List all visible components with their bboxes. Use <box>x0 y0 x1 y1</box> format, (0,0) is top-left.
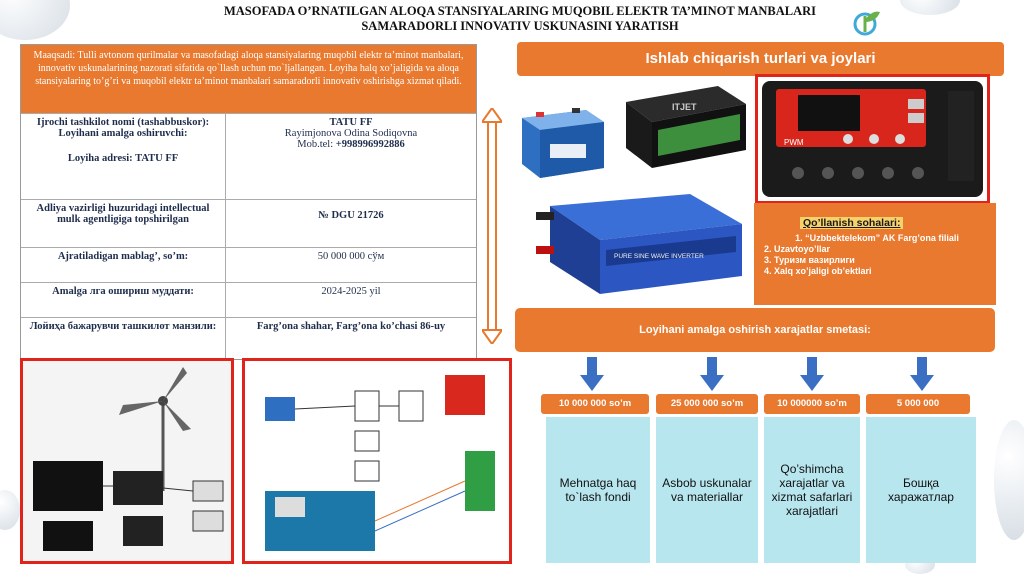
arduino-circuit-image <box>245 361 509 561</box>
water-drop-decoration <box>0 490 20 530</box>
table-row: Ijrochi tashkilot nomi (tashabbuskor): L… <box>21 113 476 199</box>
cost-amount: 10 000 000 so’m <box>541 394 649 414</box>
battery-brand-label: ITJET <box>672 102 697 112</box>
usage-areas-box: Qo’llanish sohalari: 1. “Uzbbektelekom” … <box>754 203 996 305</box>
list-item: 1. “Uzbbektelekom” AK Farg’ona filiali <box>795 233 959 243</box>
usage-heading: Qo’llanish sohalari: <box>800 217 904 229</box>
table-row: Amalga лга ошириш муддати: 2024-2025 yil <box>21 282 476 317</box>
water-drop-decoration <box>0 0 70 40</box>
cost-amount: 10 000000 so’m <box>764 394 860 414</box>
arrow-down-icon <box>700 357 724 391</box>
double-arrow-icon <box>482 108 502 344</box>
list-item: 3. Туризм вазирлиги <box>764 255 855 265</box>
cost-category: Бошқа харажатлар <box>866 417 976 563</box>
table-cell: Farg’ona shahar, Farg’ona ko’chasi 86-uy <box>256 321 446 332</box>
project-goal: Maaqsadi: Tulli avtonom qurilmalar va ma… <box>21 45 476 113</box>
list-item: 2. Uzavtoyo’llar <box>764 244 831 254</box>
table-row: Лойиҳа бажарувчи ташкилот манзили: Farg’… <box>21 317 476 359</box>
logo-icon <box>853 11 880 36</box>
circuit-diagram-frame <box>242 358 512 564</box>
table-cell: Ijrochi tashkilot nomi (tashabbuskor): L… <box>21 114 226 199</box>
table-cell: TATU FF Rayimjonova Odina Sodiqovna Mob.… <box>284 117 418 150</box>
table-cell: Ajratiladigan mablag’, so’m: <box>21 248 226 282</box>
title-line-2: SAMARADORLI INNOVATIV USKUNASINI YARATIS… <box>361 19 679 33</box>
title-line-1: MASOFADA O’RNATILGAN ALOQA STANSIYALARIN… <box>223 4 817 18</box>
battery-image: ITJET <box>622 82 748 170</box>
water-drop-decoration <box>900 0 960 15</box>
table-cell: № DGU 21726 <box>318 210 384 221</box>
costs-banner: Loyihani amalga oshirish xarajatlar smet… <box>515 308 995 352</box>
battery-image <box>516 104 608 180</box>
wind-turbine-frame <box>20 358 234 564</box>
table-cell: 2024-2025 yil <box>321 286 381 297</box>
list-item: 4. Xalq xo’jaligi ob’ektlari <box>764 266 872 276</box>
cost-category: Mehnatga haq to`lash fondi <box>546 417 650 563</box>
cost-category: Asbob uskunalar va materiallar <box>656 417 758 563</box>
table-cell: Amalga лга ошириш муддати: <box>21 283 226 317</box>
cost-amount: 25 000 000 so’m <box>656 394 758 414</box>
pwm-label: PWM <box>784 138 804 147</box>
pwm-controller-image: PWM <box>762 81 983 197</box>
cost-category: Qo’shimcha xarajatlar va xizmat safarlar… <box>764 417 860 563</box>
table-cell: 50 000 000 сўм <box>317 251 385 262</box>
table-row: Adliya vazirligi huzuridagi intellectual… <box>21 199 476 247</box>
usage-list: 1. “Uzbbektelekom” AK Farg’ona filiali 2… <box>764 233 990 277</box>
page-title: MASOFADA O’RNATILGAN ALOQA STANSIYALARIN… <box>150 4 890 34</box>
table-row: Ajratiladigan mablag’, so’m: 50 000 000 … <box>21 247 476 282</box>
project-info-table: Maaqsadi: Tulli avtonom qurilmalar va ma… <box>20 44 477 360</box>
arrow-down-icon <box>800 357 824 391</box>
inverter-label: PURE SINE WAVE INVERTER <box>614 253 704 260</box>
wind-turbine-schematic-image <box>23 361 231 561</box>
pwm-controller-frame: PWM <box>755 74 990 204</box>
water-drop-decoration <box>994 420 1024 540</box>
arrow-down-icon <box>910 357 934 391</box>
table-cell: Лойиҳа бажарувчи ташкилот манзили: <box>21 318 226 359</box>
cost-amount: 5 000 000 <box>866 394 970 414</box>
arrow-down-icon <box>580 357 604 391</box>
production-banner: Ishlab chiqarish turlari va joylari <box>517 42 1004 76</box>
inverter-image: PURE SINE WAVE INVERTER <box>530 190 752 298</box>
table-cell: Adliya vazirligi huzuridagi intellectual… <box>21 200 226 247</box>
